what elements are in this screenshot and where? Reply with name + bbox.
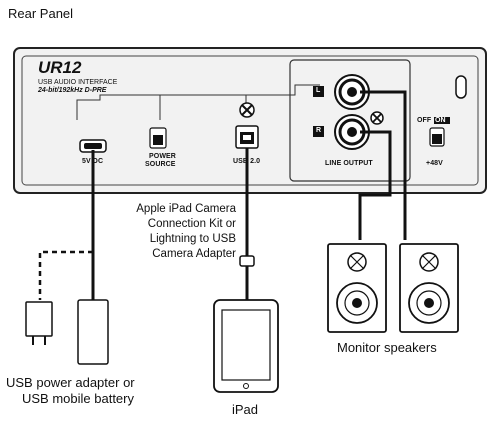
line-output-r-jack <box>334 114 370 150</box>
phantom-power-switch <box>429 117 450 147</box>
speaker-cable-l <box>360 90 407 240</box>
power-source-label-2: SOURCE <box>145 161 176 168</box>
kensington-slot <box>455 75 467 99</box>
monitors-label: Monitor speakers <box>337 340 437 355</box>
channel-r-label: R <box>316 127 322 134</box>
camera-adapter-icon <box>239 255 255 267</box>
panel-trace <box>76 84 320 120</box>
switch-off-label: OFF <box>417 117 432 124</box>
channel-l-label: L <box>316 87 321 94</box>
usb-mobile-battery-icon <box>77 299 109 365</box>
panel-line2: 24-bit/192kHz D-PRE <box>38 87 107 94</box>
panel-model: UR12 <box>38 58 82 77</box>
adapter-label-2: Connection Kit or <box>147 218 236 230</box>
channel-l-badge <box>313 86 324 97</box>
line-output-label: LINE OUTPUT <box>325 160 373 167</box>
ipad-label: iPad <box>232 402 259 417</box>
speaker-cable-r <box>358 130 392 240</box>
phantom-label: +48V <box>426 160 443 167</box>
ground-symbol-icon <box>370 111 384 125</box>
ipad-icon <box>213 299 279 393</box>
panel-line1: USB AUDIO INTERFACE <box>38 79 118 86</box>
rear-panel <box>13 47 487 194</box>
port-5vdc-label: 5V DC <box>82 158 104 165</box>
usb-label: USB 2.0 <box>233 158 261 165</box>
usb-symbol-icon <box>239 102 255 118</box>
usb-port <box>235 125 259 149</box>
switch-on-label: ON <box>435 117 446 124</box>
monitor-speaker-right-icon <box>399 243 459 333</box>
power-adapter-dashed-cable <box>38 250 93 300</box>
usb-power-adapter-icon <box>25 301 53 345</box>
adapter-label-1: Apple iPad Camera <box>136 203 236 215</box>
monitor-speaker-left-icon <box>327 243 387 333</box>
adapter-label-3: Lightning to USB <box>149 233 236 245</box>
adapter-label-4: Camera Adapter <box>152 248 236 260</box>
channel-r-badge <box>313 126 324 137</box>
power-label-1: USB power adapter or <box>6 375 135 390</box>
power-source-label-1: POWER <box>149 153 176 160</box>
dc-port <box>79 139 107 153</box>
diagram-title: Rear Panel <box>8 6 74 21</box>
power-label-2: USB mobile battery <box>22 391 134 406</box>
power-source-switch <box>149 127 167 149</box>
